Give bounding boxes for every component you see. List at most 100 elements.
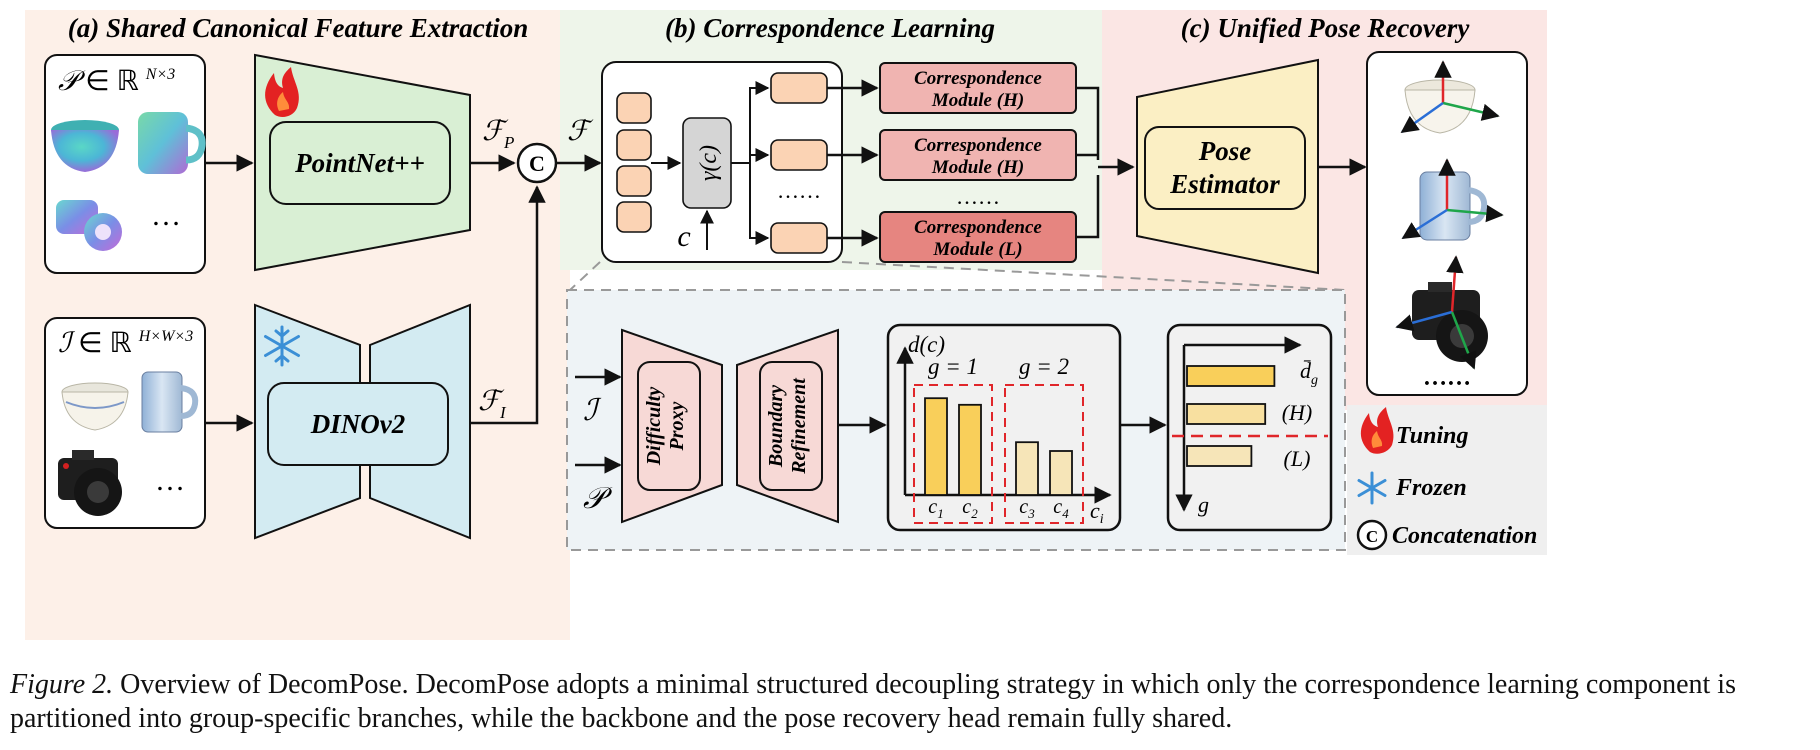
pointnet-label: PointNet++ <box>294 148 425 178</box>
group-bar-2 <box>1186 403 1267 425</box>
correspondence-block: γ(c) c …… <box>601 61 843 263</box>
c2-label: c2 <box>962 496 978 521</box>
module-ellipsis: …… <box>956 184 1000 209</box>
snowflake-icon <box>264 325 300 367</box>
low-label: (L) <box>1284 446 1311 471</box>
pose-camera-icon <box>1395 255 1488 370</box>
module-1-label: Correspondence <box>914 68 1042 89</box>
legend: Tuning Frozen C Concatenation <box>1356 407 1537 551</box>
pose-bowl-icon <box>1400 60 1500 134</box>
branch-feature-2 <box>770 139 828 171</box>
c3-index: 3 <box>1027 506 1035 521</box>
branch-ellipsis: …… <box>777 178 821 203</box>
difficulty-proxy-box <box>637 361 701 491</box>
group-bar-1 <box>1186 365 1276 387</box>
high-label: (H) <box>1282 400 1313 425</box>
module-2-label-2: Module (H) <box>931 157 1024 178</box>
bar-c1 <box>924 397 948 496</box>
c3-label: c3 <box>1019 496 1035 521</box>
point-cloud-dim: N×3 <box>145 66 175 83</box>
group-bar-3 <box>1186 445 1253 467</box>
svg-text:ℐ ∈ ℝ H×W×3: ℐ ∈ ℝ H×W×3 <box>58 328 193 359</box>
point-cloud-ellipsis: … <box>151 199 181 232</box>
point-cloud-input: 𝒫 ∈ ℝ N×3 … <box>44 54 206 274</box>
module-3-label: Correspondence <box>914 217 1042 238</box>
dbar-label: d̄g <box>1300 358 1318 388</box>
point-cloud-relation: ∈ ℝ <box>85 66 139 97</box>
image-relation: ∈ ℝ <box>78 328 132 359</box>
image-bowl-icon <box>61 382 129 431</box>
caption-text: Overview of DecomPose. DecomPose adopts … <box>10 669 1736 734</box>
feature-token-4 <box>616 201 652 233</box>
concat-node: C <box>516 142 558 184</box>
boundary-refinement-box <box>759 361 823 491</box>
pointnet-encoder: PointNet++ <box>254 53 471 272</box>
point-cloud-mug-icon <box>138 112 206 174</box>
svg-text:𝒫 ∈ ℝ N×3: 𝒫 ∈ ℝ N×3 <box>58 66 175 97</box>
bar-c4 <box>1049 450 1073 496</box>
correspondence-module-3: Correspondence Module (L) <box>879 211 1077 263</box>
pose-ellipsis: …… <box>1423 365 1471 391</box>
difficulty-chart: d(c) g = 1 g = 2 c1 c2 c3 c4 ci <box>886 323 1122 532</box>
chart-y-label: d(c) <box>908 332 945 357</box>
legend-snowflake-icon <box>1357 471 1387 505</box>
g-axis-label: g <box>1198 492 1209 517</box>
bar-c2 <box>958 403 982 496</box>
module-3-label-2: Module (L) <box>932 239 1022 260</box>
section-title-a: (a) Shared Canonical Feature Extraction <box>68 13 529 43</box>
point-cloud-bowl-icon <box>51 120 119 172</box>
branch-feature-1 <box>770 72 828 104</box>
legend-concat-icon: C <box>1356 519 1388 551</box>
c2-letter: c <box>962 496 971 518</box>
module-1-label-2: Module (H) <box>931 90 1024 111</box>
gamma-label: γ(c) <box>696 145 722 181</box>
c4-index: 4 <box>1062 506 1069 521</box>
legend-tuning: Tuning <box>1396 423 1468 449</box>
svg-text:C: C <box>1366 527 1378 546</box>
point-cloud-camera-icon <box>56 200 122 251</box>
legend-fire-icon <box>1360 407 1394 454</box>
bar-c3 <box>1015 441 1039 496</box>
pose-estimator-box <box>1144 126 1306 210</box>
image-symbol: ℐ <box>58 328 76 359</box>
group-2-label: g = 2 <box>1019 354 1069 379</box>
dinov2-box <box>267 382 449 466</box>
image-input: ℐ ∈ ℝ H×W×3 … <box>44 317 206 529</box>
detail-region: ℐ 𝒫 Difficulty Proxy Boundary Refinement… <box>566 261 1346 551</box>
group-difficulty-chart: d̄g (H) (L) g <box>1166 323 1333 532</box>
group-1-box <box>913 384 993 524</box>
pose-estimator-label: Pose <box>1198 136 1252 166</box>
boundary-refinement-label: Boundary <box>765 385 787 468</box>
c3-letter: c <box>1019 496 1028 518</box>
figure-caption: Figure 2. Overview of DecomPose. DecomPo… <box>10 668 1810 736</box>
feature-token-1 <box>616 92 652 124</box>
c2-index: 2 <box>971 506 978 521</box>
branch-feature-3 <box>770 222 828 254</box>
correspondence-module-2: Correspondence Module (H) <box>879 129 1077 181</box>
legend-frozen: Frozen <box>1395 475 1467 501</box>
image-dim: H×W×3 <box>138 328 193 345</box>
dinov2-encoder: DINOv2 <box>254 303 471 540</box>
boundary-refinement-label-2: Refinement <box>788 377 810 475</box>
caption-label: Figure 2. <box>10 669 114 700</box>
group-1-label: g = 1 <box>928 354 978 379</box>
image-camera-icon <box>58 450 122 516</box>
feature-token-2 <box>616 129 652 161</box>
legend-concatenation: Concatenation <box>1392 523 1537 549</box>
correspondence-module-1: Correspondence Module (H) <box>879 62 1077 114</box>
section-title-c: (c) Unified Pose Recovery <box>1181 13 1471 43</box>
pose-estimator: Pose Estimator <box>1136 58 1319 275</box>
point-cloud-symbol: 𝒫 <box>58 66 86 97</box>
c1-letter: c <box>928 496 937 518</box>
fire-icon <box>265 67 299 117</box>
c1-index: 1 <box>937 506 944 521</box>
c4-label: c4 <box>1053 496 1069 521</box>
image-mug-icon <box>141 371 199 433</box>
c4-letter: c <box>1053 496 1062 518</box>
dinov2-label: DINOv2 <box>310 409 406 439</box>
difficulty-proxy-label: Difficulty <box>643 387 665 467</box>
pose-output: …… <box>1366 51 1528 396</box>
pointnet-box <box>269 121 451 205</box>
c1-label: c1 <box>928 496 943 521</box>
group-2-box <box>1004 384 1084 524</box>
